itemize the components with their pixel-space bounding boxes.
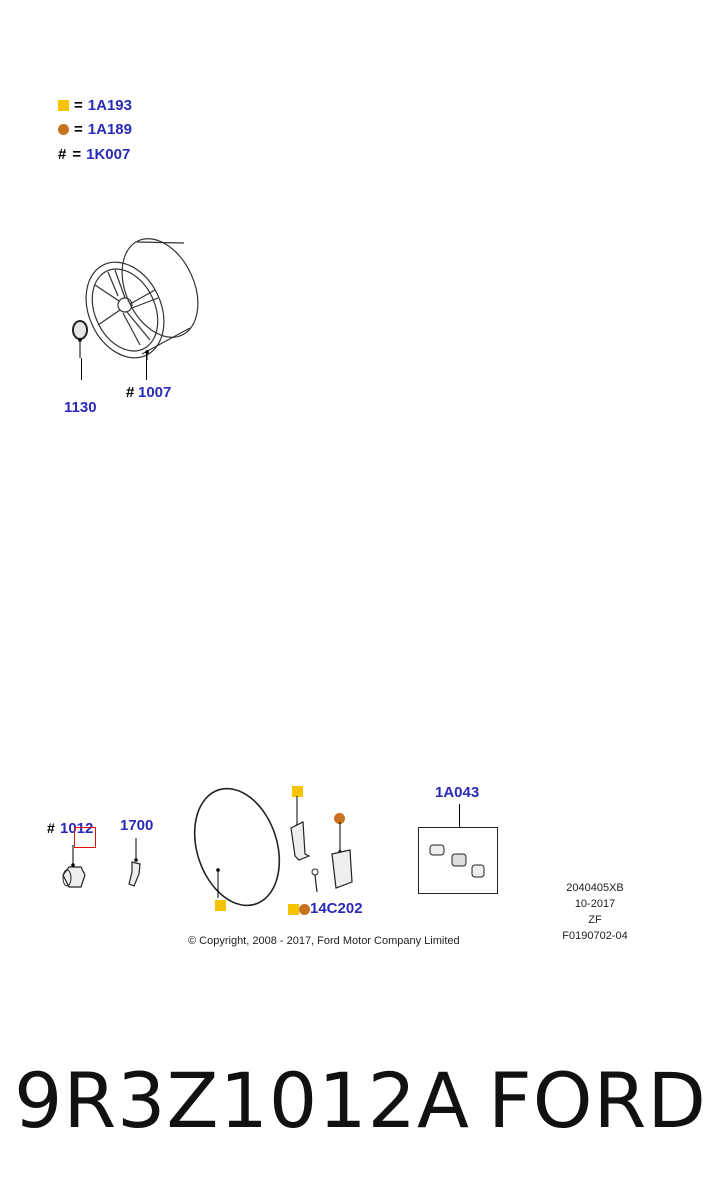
yellow-square-icon	[292, 786, 303, 797]
legend-code: 1A189	[87, 121, 132, 138]
legend-sep: =	[74, 121, 83, 138]
orange-circle-icon	[299, 904, 310, 915]
ref-line: 10-2017	[574, 898, 616, 910]
wheel-leader	[146, 352, 147, 380]
hash-1007: #	[126, 384, 135, 401]
label-1A043: 1A043	[435, 784, 480, 801]
legend-row-hash: # = 1K007	[58, 146, 130, 163]
tpms-sensor-diagram	[311, 822, 353, 893]
orange-circle-icon	[58, 124, 69, 135]
valve-kit-diagram	[418, 827, 498, 894]
ref-line: ZF	[588, 914, 602, 926]
yellow-square-icon	[58, 100, 69, 111]
yellow-square-icon	[288, 904, 299, 915]
ref-line: 2040405XB	[566, 882, 624, 894]
legend-row-circle: = 1A189	[58, 121, 132, 138]
legend-row-square: = 1A193	[58, 97, 132, 114]
footer-part-number: 9R3Z1012A	[14, 1056, 470, 1145]
sensor-bracket-diagram	[290, 796, 311, 861]
gasket-ring-diagram	[193, 787, 281, 907]
highlight-box	[74, 827, 96, 848]
kit-leader	[459, 804, 460, 828]
legend-sep: =	[74, 97, 83, 114]
reference-block: 2040405XB 10-2017 ZF F0190702-04	[540, 880, 650, 944]
yellow-square-icon	[215, 900, 226, 911]
label-14C202: 14C202	[310, 900, 363, 917]
label-1700: 1700	[120, 817, 154, 834]
orange-circle-icon	[334, 813, 345, 824]
hash-1012: #	[47, 820, 55, 836]
lug-nut-diagram	[62, 845, 86, 888]
footer-brand: FORD	[488, 1056, 707, 1145]
hash-symbol: #	[58, 146, 67, 163]
legend-sep: =	[72, 146, 82, 163]
valve-stem-diagram	[128, 838, 141, 887]
cap-leader	[81, 358, 82, 380]
ref-line: F0190702-04	[562, 930, 628, 942]
label-1130: 1130	[64, 399, 97, 416]
legend-code: 1A193	[87, 97, 132, 114]
copyright-text: © Copyright, 2008 - 2017, Ford Motor Com…	[188, 935, 460, 947]
label-1012: 1012	[60, 820, 94, 837]
wheel-diagram	[72, 238, 199, 360]
label-1007: 1007	[138, 384, 172, 401]
legend-code: 1K007	[86, 146, 131, 163]
